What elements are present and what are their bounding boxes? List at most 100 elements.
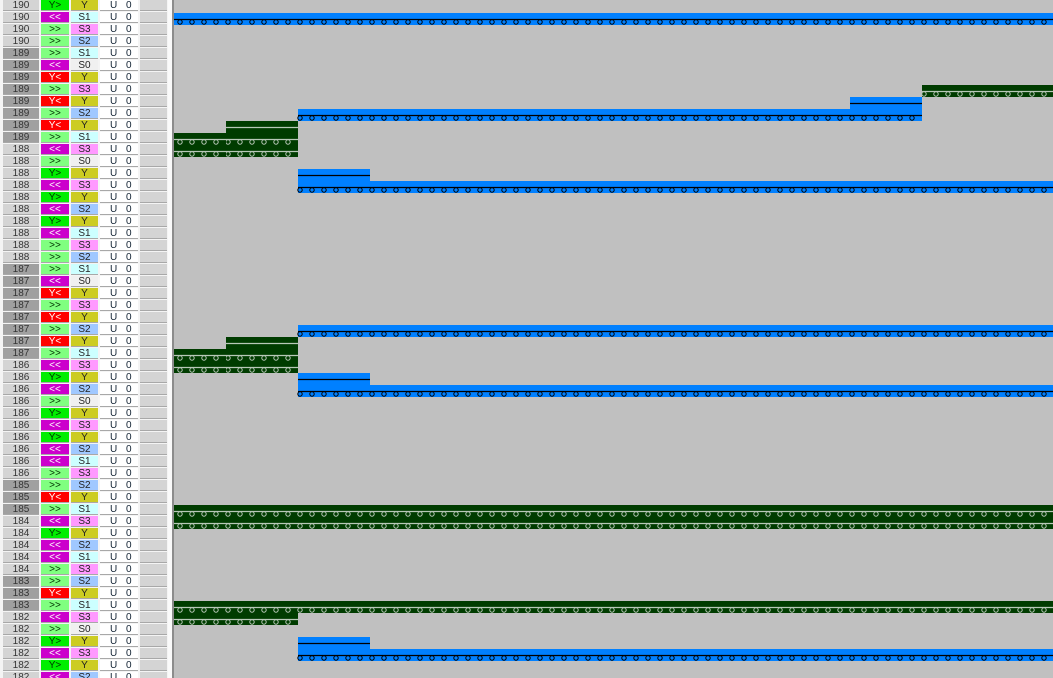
- chain-link-icon: [801, 655, 807, 661]
- blue-track-segment[interactable]: [174, 13, 1053, 25]
- chain-link-icon: [513, 19, 519, 25]
- chain-link-icon: [609, 655, 615, 661]
- chain-link-icon: [285, 523, 291, 529]
- green-track-segment[interactable]: [174, 349, 226, 373]
- green-track-segment[interactable]: [174, 601, 1053, 613]
- green-track-segment[interactable]: [225, 337, 298, 373]
- blue-track-segment[interactable]: [297, 637, 370, 661]
- blue-track-segment[interactable]: [297, 169, 370, 193]
- timeline-panel[interactable]: [174, 0, 1053, 678]
- chain-link-icon: [177, 367, 183, 373]
- empty-cell: [140, 180, 167, 191]
- blue-track-segment[interactable]: [849, 97, 922, 121]
- state-cell: S1: [71, 552, 98, 563]
- chain-link-icon: [597, 655, 603, 661]
- direction-cell: <<: [41, 384, 69, 395]
- blue-track-segment[interactable]: [297, 325, 1053, 337]
- chain-link-icon: [381, 391, 387, 397]
- green-track-segment[interactable]: [174, 613, 298, 625]
- value-cell: U 0: [100, 576, 138, 587]
- chain-link-icon: [561, 391, 567, 397]
- empty-cell: [140, 216, 167, 227]
- chain-link-icon: [609, 19, 615, 25]
- green-track-segment[interactable]: [174, 505, 1053, 529]
- blue-track-segment[interactable]: [369, 649, 1053, 661]
- chain-link-icon: [189, 619, 195, 625]
- blue-track-segment[interactable]: [369, 385, 1053, 397]
- chain-link-icon: [957, 391, 963, 397]
- value-cell: U 0: [100, 456, 138, 467]
- chain-link-icon: [945, 655, 951, 661]
- green-track-segment[interactable]: [174, 133, 226, 157]
- value-cell: U 0: [100, 36, 138, 47]
- blue-track-segment[interactable]: [369, 181, 1053, 193]
- chain-link-icon: [477, 19, 483, 25]
- chain-link-icon: [705, 391, 711, 397]
- blue-track-segment[interactable]: [297, 109, 850, 121]
- green-track-segment[interactable]: [225, 121, 298, 157]
- splitter[interactable]: [168, 0, 172, 678]
- chain-link-icon: [777, 331, 783, 337]
- blue-track-segment[interactable]: [297, 373, 370, 397]
- green-track-segment[interactable]: [921, 85, 1053, 97]
- direction-cell: >>: [41, 156, 69, 167]
